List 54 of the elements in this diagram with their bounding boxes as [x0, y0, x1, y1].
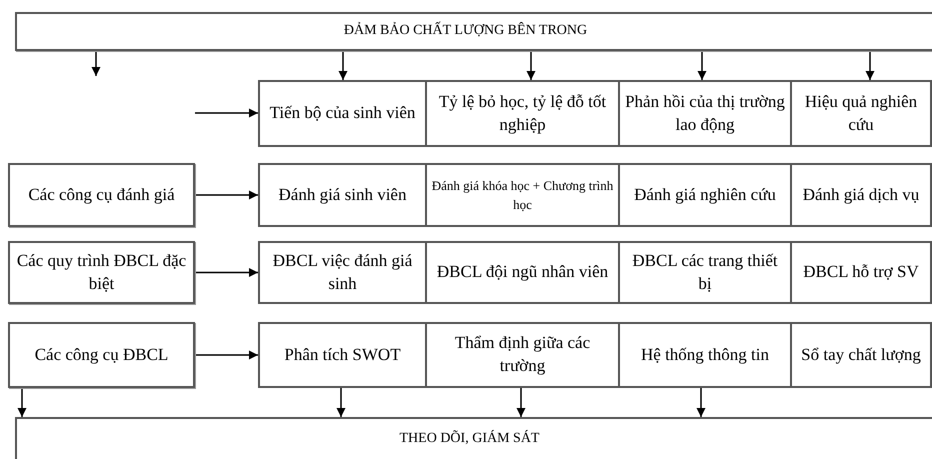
- arrow: [195, 350, 258, 360]
- box-text: Đánh giá dịch vụ: [802, 184, 920, 206]
- box-text: Đánh giá nghiên cứu: [634, 184, 776, 206]
- box-text: Các công cụ đánh giá: [28, 184, 175, 206]
- arrow: [338, 51, 348, 80]
- arrow: [696, 388, 706, 417]
- arrow: [92, 51, 100, 76]
- table-cell: [790, 241, 932, 304]
- table-cell: [618, 322, 792, 388]
- box-text: Phân tích SWOT: [284, 344, 401, 366]
- category-box: [8, 163, 195, 227]
- table-cell: [618, 80, 792, 147]
- arrow: [866, 51, 874, 80]
- table-cell: [425, 241, 620, 304]
- box-text: ĐBCL các trang thiết bị: [631, 250, 779, 294]
- box-text: Các công cụ ĐBCL: [34, 344, 168, 366]
- table-cell: [258, 322, 427, 388]
- box-text: Đánh giá sinh viên: [278, 184, 406, 206]
- box-text: THEO DÕI, GIÁM SÁT: [398, 429, 540, 448]
- table-cell: [425, 322, 620, 388]
- table-cell: [618, 163, 792, 227]
- arrow: [516, 388, 526, 417]
- box-text: Phản hồi của thị trường lao động: [624, 90, 786, 136]
- box-text: Tiến bộ của sinh viên: [270, 102, 416, 124]
- box-text: Các quy trình ĐBCL đặc biệt: [16, 250, 188, 294]
- table-cell: [258, 163, 427, 227]
- box-text: ĐẢM BẢO CHẤT LƯỢNG BÊN TRONG: [342, 20, 588, 40]
- box-text: Thẩm định giữa các trường: [454, 332, 592, 377]
- box-text: ĐBCL đội ngũ nhân viên: [436, 261, 608, 284]
- table-cell: [425, 80, 620, 147]
- table-cell: [258, 241, 427, 304]
- table-cell: [425, 163, 620, 227]
- box-text: Đánh giá khóa học + Chương trình học: [431, 176, 614, 214]
- box-text: ĐBCL hỗ trợ SV: [803, 261, 919, 284]
- header-band: [15, 12, 932, 51]
- box-text: ĐBCL việc đánh giá sinh: [272, 250, 414, 294]
- category-box: [8, 241, 195, 304]
- box-text: Tỷ lệ bỏ học, tỷ lệ đỗ tốt nghiệp: [438, 90, 608, 136]
- table-cell: [258, 80, 427, 147]
- arrow: [336, 388, 346, 417]
- table-cell: [618, 241, 792, 304]
- arrow: [698, 51, 706, 80]
- arrow: [195, 108, 258, 118]
- arrow: [526, 51, 536, 80]
- box-text: Sổ tay chất lượng: [801, 344, 921, 366]
- box-text: Hệ thống thông tin: [641, 344, 769, 366]
- arrow: [195, 268, 258, 277]
- box-text: Hiệu quả nghiên cứu: [804, 90, 918, 136]
- table-cell: [790, 163, 932, 227]
- arrow: [18, 388, 26, 417]
- table-cell: [790, 80, 932, 147]
- table-cell: [790, 322, 932, 388]
- category-box: [8, 322, 195, 388]
- arrow: [195, 190, 258, 200]
